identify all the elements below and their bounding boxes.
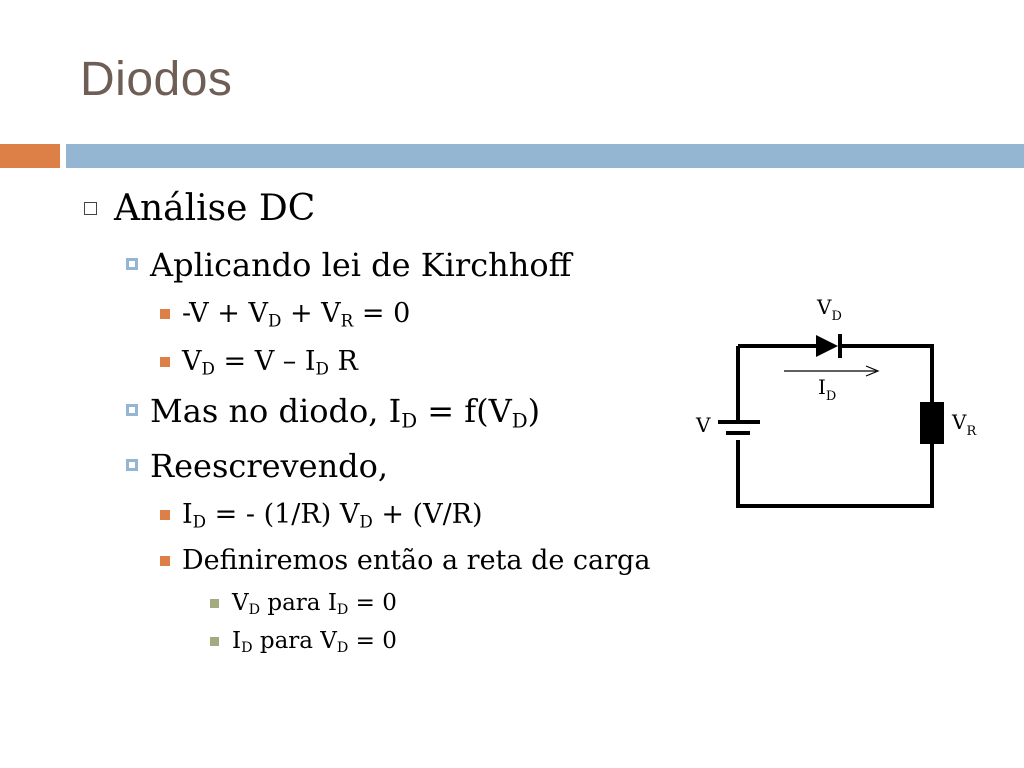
bullet-text: Reescrevendo, bbox=[150, 447, 389, 485]
bullet-text: -V + V bbox=[182, 298, 268, 329]
bullet-level-4: VD para ID = 0 bbox=[210, 590, 397, 618]
label-v: V bbox=[695, 413, 711, 437]
resistor-icon bbox=[920, 402, 944, 444]
bullet-text: ) bbox=[527, 392, 541, 430]
bullet-level-3: VD = V – ID R bbox=[160, 346, 358, 379]
bullet-text: + V bbox=[281, 298, 341, 329]
bullet-level-2: Mas no diodo, ID = f(VD) bbox=[126, 392, 541, 433]
slide-title: Diodos bbox=[80, 53, 233, 106]
bullet-text: V bbox=[232, 590, 249, 616]
accent-bar-blue bbox=[66, 144, 1024, 168]
label-vr: VR bbox=[951, 410, 977, 439]
bullet-marker-icon bbox=[160, 309, 170, 319]
bullet-level-2: Reescrevendo, bbox=[126, 447, 389, 485]
bullet-level-1: Análise DC bbox=[84, 188, 316, 229]
subscript: R bbox=[340, 310, 354, 331]
subscript: D bbox=[359, 511, 373, 532]
bullet-marker-icon bbox=[160, 556, 170, 566]
bullet-level-3: ID = - (1/R) VD + (V/R) bbox=[160, 499, 483, 532]
subscript: D bbox=[192, 511, 207, 532]
subscript: D bbox=[267, 310, 282, 331]
bullet-marker-icon bbox=[160, 357, 170, 367]
bullet-marker-icon bbox=[210, 637, 219, 646]
label-id: ID bbox=[818, 375, 836, 404]
bullet-text: = f(V bbox=[417, 392, 512, 430]
subscript: D bbox=[241, 639, 253, 656]
subscript: D bbox=[401, 409, 418, 433]
bullet-marker-icon bbox=[84, 202, 97, 215]
label-vd: VD bbox=[816, 295, 842, 324]
bullet-text: = - (1/R) V bbox=[206, 499, 360, 530]
bullet-level-3: -V + VD + VR = 0 bbox=[160, 298, 411, 331]
bullet-text: = V – I bbox=[214, 346, 316, 377]
bullet-text: I bbox=[182, 499, 193, 530]
diode-icon bbox=[816, 335, 838, 357]
subscript: D bbox=[201, 358, 215, 379]
bullet-level-3: Definiremos então a reta de carga bbox=[160, 545, 651, 576]
subscript: D bbox=[248, 601, 261, 618]
bullet-level-4: ID para VD = 0 bbox=[210, 628, 397, 656]
circuit-diagram: VD ID V VR bbox=[695, 295, 977, 508]
bullet-text: V bbox=[182, 346, 202, 377]
bullet-text: I bbox=[232, 628, 242, 654]
bullet-text: para I bbox=[260, 590, 337, 616]
bullet-text: para V bbox=[252, 628, 337, 654]
bullet-text: Mas no diodo, I bbox=[150, 392, 402, 430]
subscript: D bbox=[336, 639, 349, 656]
bullet-marker-icon bbox=[126, 459, 138, 471]
subscript: D bbox=[315, 358, 329, 379]
subscript: D bbox=[336, 601, 349, 618]
bullet-text: = 0 bbox=[348, 628, 397, 654]
subscript: D bbox=[511, 409, 528, 433]
bullet-marker-icon bbox=[210, 599, 219, 608]
bullet-text: Aplicando lei de Kirchhoff bbox=[150, 246, 572, 284]
bullet-marker-icon bbox=[126, 404, 138, 416]
bullet-marker-icon bbox=[126, 258, 138, 270]
accent-bar-orange bbox=[0, 144, 60, 168]
bullet-text: = 0 bbox=[353, 298, 411, 329]
bullet-text: + (V/R) bbox=[372, 499, 483, 530]
circuit-wire bbox=[736, 344, 934, 508]
bullet-text: = 0 bbox=[348, 590, 397, 616]
bullet-text: Análise DC bbox=[114, 188, 316, 229]
bullet-marker-icon bbox=[160, 510, 170, 520]
bullet-level-2: Aplicando lei de Kirchhoff bbox=[126, 246, 572, 284]
bullet-text: R bbox=[328, 346, 358, 377]
bullet-text: Definiremos então a reta de carga bbox=[182, 545, 651, 576]
